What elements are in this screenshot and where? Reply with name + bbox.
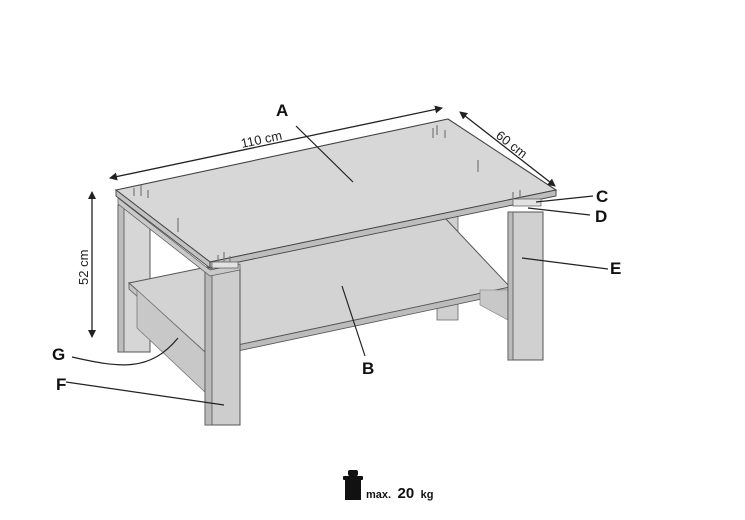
front-left-leg: [204, 267, 241, 426]
weight-icon: [343, 470, 363, 500]
svg-text:max. 20 kg: max. 20 kg: [366, 485, 434, 502]
right-rear-leg: [507, 211, 544, 361]
part-label-a: A: [276, 101, 288, 120]
part-label-d: D: [595, 207, 607, 226]
part-label-e: E: [610, 259, 621, 278]
height-dimension: 52 cm: [76, 191, 96, 338]
tabletop: [114, 118, 558, 277]
part-label-b: B: [362, 359, 374, 378]
leader-lines: [65, 125, 609, 406]
width-label: 110 cm: [240, 128, 284, 151]
part-label-c: C: [596, 187, 608, 206]
max-load-label: max. 20 kg: [366, 485, 434, 502]
part-label-f: F: [56, 375, 66, 394]
part-label-g: G: [52, 345, 65, 364]
height-label: 52 cm: [76, 250, 91, 285]
